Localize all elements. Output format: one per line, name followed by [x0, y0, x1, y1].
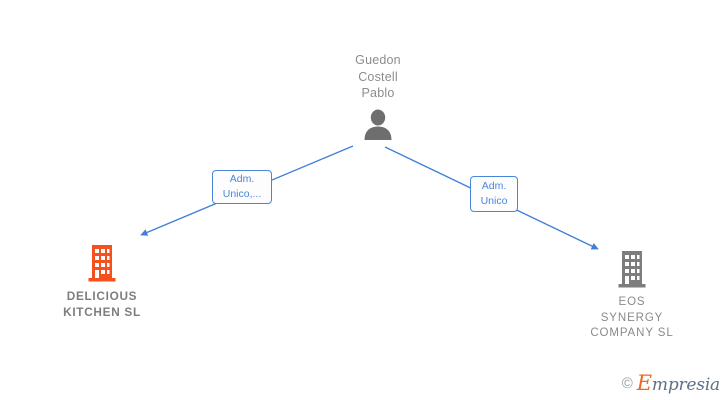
company-node-eos-synergy[interactable]: EOS SYNERGY COMPANY SL [557, 250, 707, 342]
company-name-label: DELICIOUS KITCHEN SL [63, 289, 141, 319]
brand-initial: E [636, 371, 652, 395]
brand-logo: Empresia [637, 373, 720, 394]
copyright-icon: © [621, 375, 633, 392]
person-name-label: Guedon Costell Pablo [355, 53, 401, 100]
person-node[interactable]: Guedon Costell Pablo [318, 52, 438, 140]
empresia-watermark: © Empresia [622, 373, 720, 394]
brand-rest: mpresia [651, 375, 720, 395]
edge-label-adm-unico-right[interactable]: Adm. Unico [470, 176, 518, 212]
person-icon [318, 108, 438, 140]
company-node-delicious-kitchen[interactable]: DELICIOUS KITCHEN SL [27, 244, 177, 320]
edge-label-adm-unico-left[interactable]: Adm. Unico,... [212, 170, 272, 204]
building-icon [27, 244, 177, 282]
building-icon [557, 250, 707, 288]
company-name-label: EOS SYNERGY COMPANY SL [590, 296, 674, 339]
